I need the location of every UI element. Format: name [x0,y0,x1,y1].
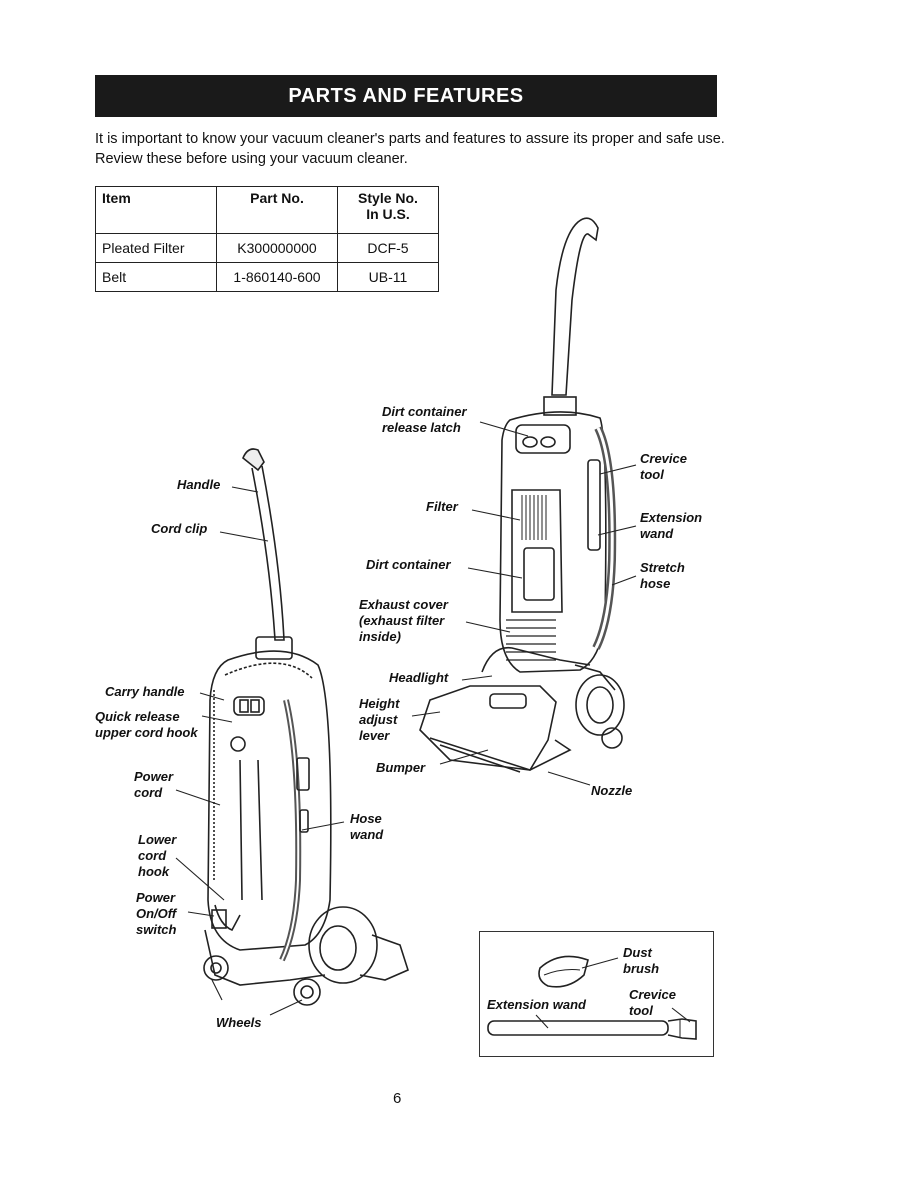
table-cell: 1-860140-600 [216,262,338,292]
inset-label-crevice-tool: Crevice tool [629,987,676,1018]
label-exhaust-cover: Exhaust cover (exhaust filter inside) [359,597,448,644]
table-row: Belt 1-860140-600 UB-11 [95,262,439,292]
table-cell: UB-11 [337,262,439,292]
page-title: PARTS AND FEATURES [288,84,524,107]
column-header-style-no: Style No. In U.S. [337,186,439,234]
inset-label-extension-wand: Extension wand [487,997,586,1012]
page-number: 6 [393,1090,402,1107]
section-title-bar: PARTS AND FEATURES [95,75,717,117]
label-dirt-container-latch: Dirt container release latch [382,404,467,435]
label-cord-clip: Cord clip [151,521,208,536]
intro-paragraph: It is important to know your vacuum clea… [95,131,725,167]
table-header-row: Item Part No. Style No. In U.S. [95,186,439,234]
label-stretch-hose: Stretch hose [640,560,685,591]
inset-label-dust-brush: Dust brush [623,945,660,976]
label-power-switch: Power On/Off switch [136,890,177,937]
table-cell: Pleated Filter [95,233,217,263]
accessories-inset-box [479,931,714,1057]
parts-table: Item Part No. Style No. In U.S. Pleated … [95,186,439,292]
label-extension-wand: Extension wand [640,510,703,541]
label-nozzle: Nozzle [591,783,633,798]
label-lower-cord-hook: Lower cord hook [138,832,177,879]
table-cell: Belt [95,262,217,292]
label-handle: Handle [177,477,221,492]
label-hose-wand: Hose wand [350,811,384,842]
front-vacuum-illustration [419,217,625,773]
column-header-item: Item [95,186,217,234]
label-wheels: Wheels [216,1015,262,1030]
rear-vacuum-illustration [203,448,409,1006]
label-filter: Filter [426,499,458,514]
label-crevice-tool: Crevice tool [640,451,687,482]
label-bumper: Bumper [376,760,426,775]
inset-tools-illustration [487,955,697,1040]
label-quick-release-cord-hook: Quick release upper cord hook [95,709,198,740]
label-carry-handle: Carry handle [105,684,185,699]
label-headlight: Headlight [389,670,449,685]
table-cell: DCF-5 [337,233,439,263]
label-power-cord: Power cord [134,769,174,800]
label-height-adjust-lever: Height adjust lever [359,696,400,743]
leader-lines [175,421,637,1016]
label-dirt-container: Dirt container [366,557,451,572]
